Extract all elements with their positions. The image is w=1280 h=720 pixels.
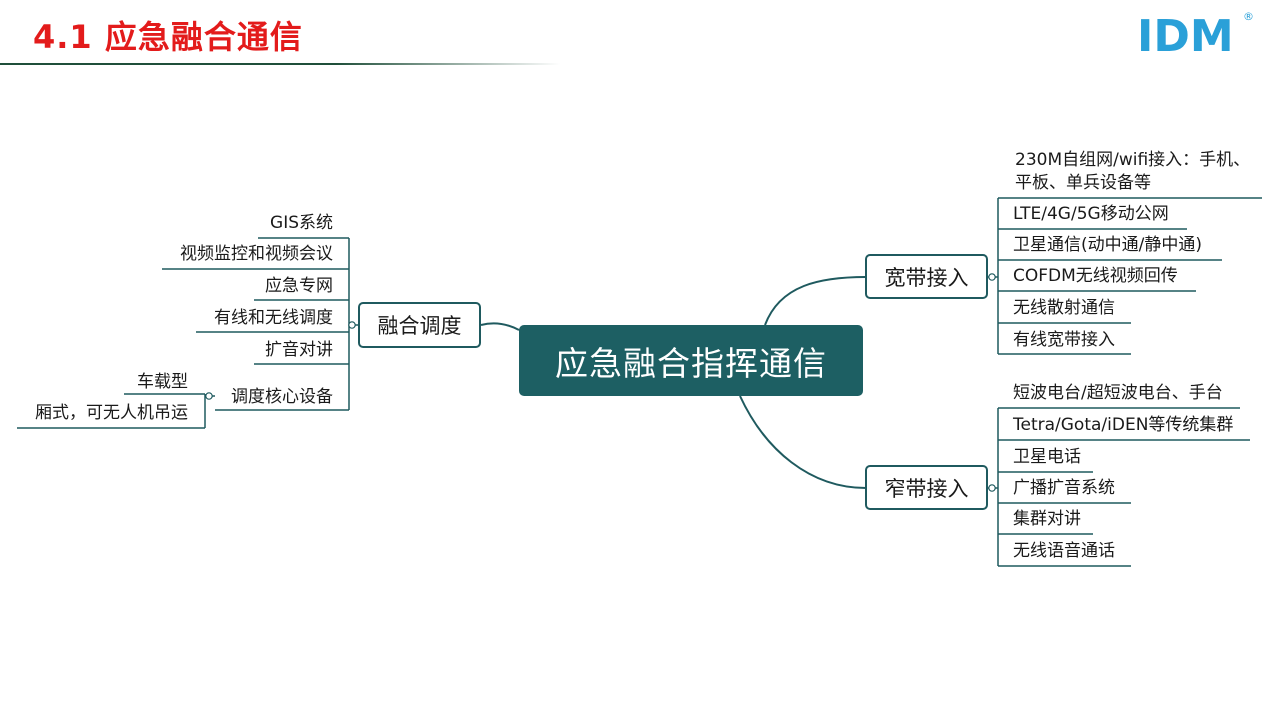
title-divider (0, 63, 560, 65)
narrowband-item: 卫星电话 (1013, 447, 1081, 467)
narrowband-access-node: 窄带接入 (865, 465, 988, 510)
narrowband-item: 短波电台/超短波电台、手台 (1013, 383, 1223, 403)
fusion-item: 视频监控和视频会议 (180, 244, 333, 264)
broadband-item: 230M自组网/wifi接入：手机、 (1015, 150, 1251, 170)
core-device-item: 调度核心设备 (231, 387, 333, 407)
fusion-item: 扩音对讲 (265, 340, 333, 360)
connector-narrowband (739, 395, 867, 489)
connector-fusion (480, 322, 520, 331)
idm-logo: IDM ® (1137, 10, 1254, 55)
narrowband-item: Tetra/Gota/iDEN等传统集群 (1013, 415, 1234, 435)
broadband-item: 有线宽带接入 (1013, 330, 1115, 350)
fusion-dispatch-node: 融合调度 (358, 302, 481, 348)
slide-title: 4.1 应急融合通信 (33, 18, 303, 56)
logo-text: IDM (1137, 11, 1234, 55)
broadband-item: LTE/4G/5G移动公网 (1013, 204, 1169, 224)
core-device-child: 厢式，可无人机吊运 (35, 403, 188, 423)
broadband-item: 平板、单兵设备等 (1015, 173, 1151, 193)
root-node: 应急融合指挥通信 (519, 325, 863, 396)
logo-registered-mark: ® (1243, 10, 1254, 23)
fusion-item: 应急专网 (265, 276, 333, 296)
broadband-item: COFDM无线视频回传 (1013, 266, 1178, 286)
narrowband-item: 无线语音通话 (1013, 541, 1115, 561)
broadband-item: 无线散射通信 (1013, 298, 1115, 318)
fusion-item: 有线和无线调度 (214, 308, 333, 328)
broadband-access-node: 宽带接入 (865, 254, 988, 299)
narrowband-item: 集群对讲 (1013, 509, 1081, 529)
core-device-child: 车载型 (137, 372, 188, 392)
connector-broadband (764, 276, 867, 326)
narrowband-item: 广播扩音系统 (1013, 478, 1115, 498)
fusion-item: GIS系统 (270, 213, 333, 233)
broadband-item: 卫星通信(动中通/静中通) (1013, 235, 1202, 255)
